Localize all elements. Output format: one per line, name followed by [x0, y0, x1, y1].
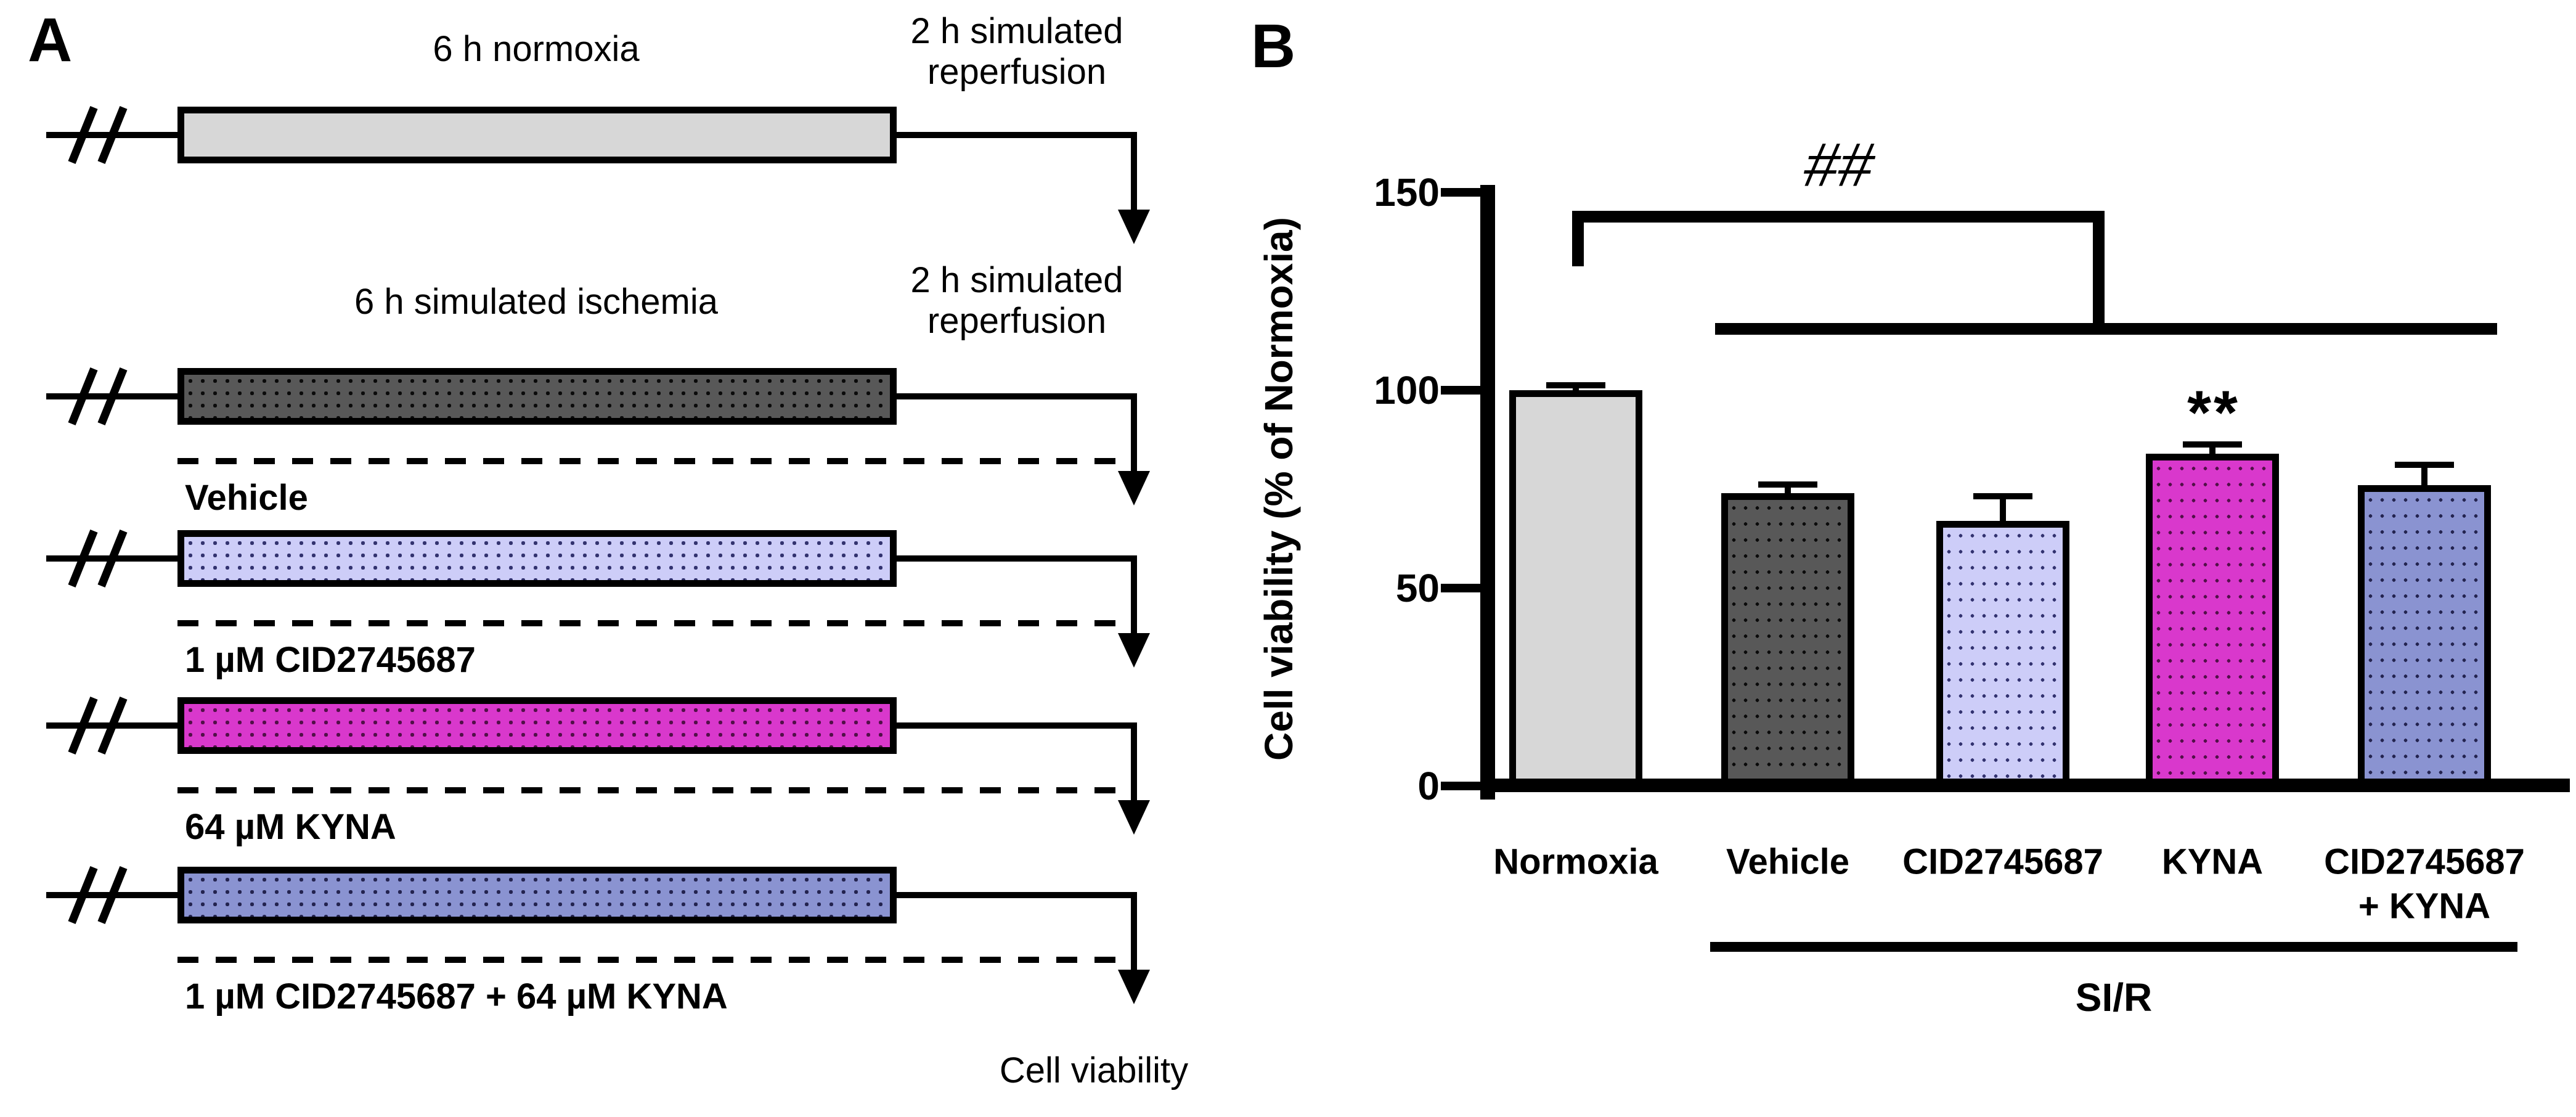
- y-axis-title: Cell viability (% of Normoxia): [1257, 217, 1301, 761]
- sir-group-underline: [1710, 942, 2517, 952]
- bar-cid2745687-kyna: [2358, 485, 2491, 792]
- x-category-label: CID2745687: [1902, 841, 2103, 882]
- treatment-label: 64 µM KYNA: [185, 807, 396, 847]
- y-tick-label: 100: [1374, 368, 1440, 412]
- drug-dashed-line: [177, 787, 1137, 793]
- normoxia-reperfusion-label: 2 h simulated reperfusion: [910, 11, 1123, 92]
- bracket-left-stub: [1572, 211, 1584, 266]
- error-bar-shaft: [2421, 461, 2427, 504]
- bar-vehicle: [1721, 493, 1854, 792]
- ischemia-phase-label: 6 h simulated ischemia: [354, 282, 718, 322]
- y-tick: [1441, 782, 1480, 790]
- drug-dashed-line: [177, 957, 1137, 963]
- timeline-phase-bar: [177, 697, 897, 754]
- treatment-label: 1 µM CID2745687 + 64 µM KYNA: [185, 976, 728, 1017]
- arrow-shaft: [1131, 393, 1137, 471]
- error-bar-cap: [1973, 493, 2032, 499]
- arrow-shaft: [1131, 132, 1137, 210]
- treatment-label: Vehicle: [185, 478, 308, 518]
- sir-group-label: SI/R: [2075, 975, 2153, 1020]
- arrow-down-icon: [1118, 970, 1150, 1004]
- bracket-upper-line: [1572, 211, 2105, 223]
- significance-hash-symbol: ##: [1798, 130, 1881, 200]
- error-bar-cap: [2395, 461, 2454, 468]
- bracket-lower-line: [1715, 323, 2497, 335]
- y-tick: [1441, 188, 1480, 197]
- x-category-label: CID2745687: [2324, 841, 2525, 882]
- y-axis-line: [1480, 185, 1495, 800]
- y-tick: [1441, 584, 1480, 592]
- x-category-label: KYNA: [2161, 841, 2264, 882]
- y-tick: [1441, 386, 1480, 395]
- timeline-phase-bar: [177, 368, 897, 425]
- treatment-label: 1 µM CID2745687: [185, 640, 476, 680]
- bar-cid2745687: [1936, 520, 2069, 792]
- y-tick-label: 0: [1417, 764, 1440, 808]
- arrow-down-icon: [1118, 210, 1150, 244]
- significance-star-symbol: **: [2187, 378, 2240, 448]
- drug-dashed-line: [177, 458, 1137, 464]
- y-tick-label: 150: [1374, 170, 1440, 215]
- sir-reperfusion-label: 2 h simulated reperfusion: [910, 260, 1123, 341]
- arrow-shaft: [1131, 555, 1137, 633]
- normoxia-phase-label: 6 h normoxia: [433, 29, 640, 69]
- error-bar-cap: [2183, 441, 2242, 448]
- error-bar-cap: [1758, 481, 1817, 488]
- panel-a-label: A: [28, 6, 73, 75]
- arrow-shaft: [1131, 722, 1137, 800]
- x-axis-line: [1480, 779, 2570, 792]
- arrow-down-icon: [1118, 633, 1150, 668]
- arrow-down-icon: [1118, 471, 1150, 505]
- bar-kyna: [2146, 453, 2279, 792]
- bracket-junction-line: [2093, 211, 2105, 335]
- x-category-label-line2: + KYNA: [2358, 886, 2491, 927]
- arrow-shaft: [1131, 892, 1137, 970]
- timeline-phase-bar: [177, 530, 897, 587]
- error-bar-shaft: [2000, 493, 2006, 539]
- x-category-label: Normoxia: [1493, 841, 1658, 882]
- x-category-label: Vehicle: [1726, 841, 1849, 882]
- timeline-phase-bar: [177, 867, 897, 923]
- drug-dashed-line: [177, 620, 1137, 626]
- arrow-down-icon: [1118, 800, 1150, 835]
- bar-normoxia: [1509, 390, 1642, 792]
- timeline-phase-bar: [177, 107, 897, 163]
- y-tick-label: 50: [1395, 566, 1440, 610]
- error-bar-cap: [1546, 382, 1605, 389]
- endpoint-label: Cell viability: [999, 1050, 1189, 1090]
- panel-b-label: B: [1251, 12, 1296, 81]
